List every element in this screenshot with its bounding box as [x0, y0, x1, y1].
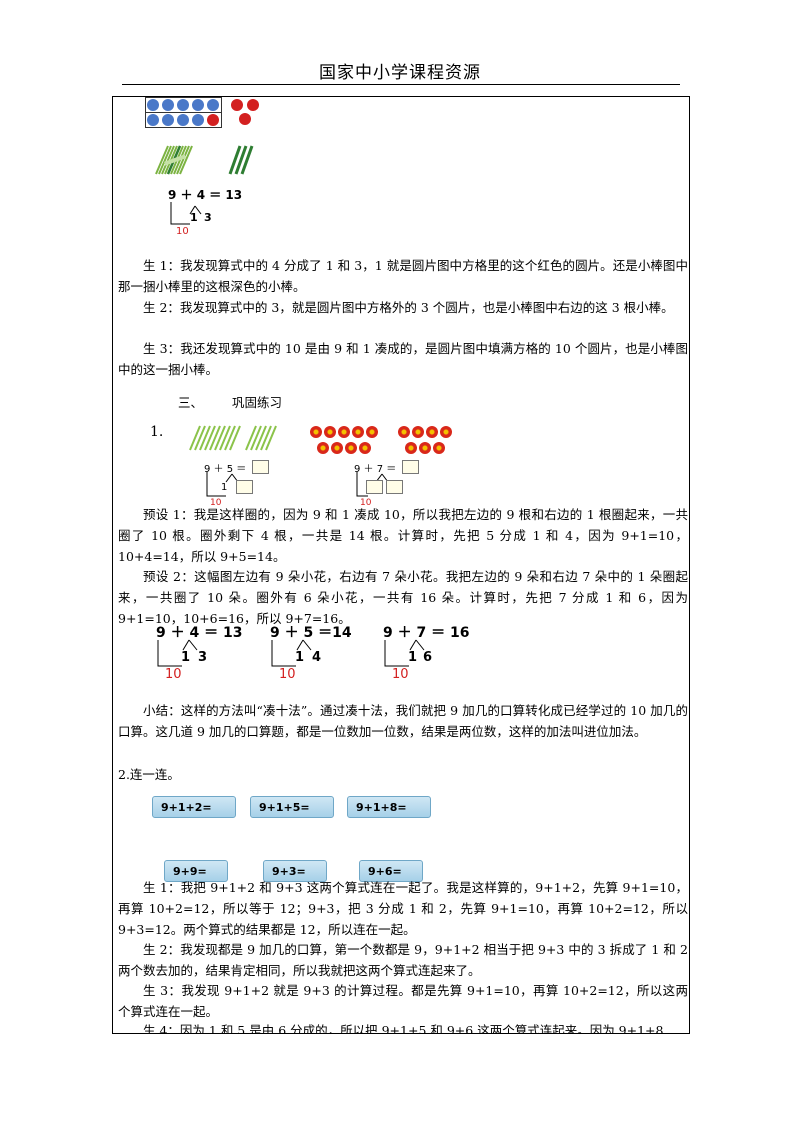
top-card-3[interactable]: 9+1+8=	[347, 796, 431, 818]
left-split-one: 1	[221, 482, 228, 493]
blue-discs	[147, 99, 219, 126]
student-connect-3: 生 3：我发现 9+1+2 就是 9+3 的计算过程。都是先算 9+1=10，再…	[118, 983, 688, 1019]
figure1-equation: 9 ＋ 4 ＝ 13	[168, 188, 243, 202]
left-answer-box[interactable]	[252, 460, 269, 474]
stick-bundle-figure	[150, 142, 260, 178]
header-rule	[122, 84, 680, 85]
bottom-card-1[interactable]: 9+9=	[164, 860, 228, 882]
content-frame	[112, 96, 690, 1034]
figure1-ten: 10	[176, 226, 189, 237]
worked-1-a: 1	[181, 650, 191, 665]
figure1-split-a: 1	[190, 211, 198, 224]
student-answer-3: 生 3：我还发现算式中的 10 是由 9 和 1 凑成的，是圆片图中填满方格的 …	[118, 341, 688, 377]
red-discs	[231, 99, 259, 125]
worked-1-ten: 10	[165, 667, 182, 682]
preset-answer-1: 预设 1：我是这样圈的，因为 9 和 1 凑成 10，所以我把左边的 9 根和右…	[118, 507, 688, 564]
flowers-figure	[310, 424, 470, 458]
worked-3-b: 6	[423, 650, 433, 665]
right-split-box-b[interactable]	[386, 480, 403, 494]
worked-3-ten: 10	[392, 667, 409, 682]
preset-answer-2: 预设 2：这幅图左边有 9 朵小花，右边有 7 朵小花。我把左边的 9 朵和右边…	[118, 569, 688, 626]
student-answer-1: 生 1：我发现算式中的 4 分成了 1 和 3，1 就是圆片图中方格里的这个红色…	[118, 258, 688, 294]
worked-3-a: 1	[408, 650, 418, 665]
bottom-card-2[interactable]: 9+3=	[263, 860, 327, 882]
worked-split-lines	[157, 639, 425, 667]
worked-1-b: 3	[198, 650, 208, 665]
exercise1-label: 1.	[150, 424, 164, 440]
right-ten: 10	[360, 498, 372, 508]
worked-equation-1: 9 ＋ 4 ＝ 13	[156, 625, 243, 641]
student-connect-4: 生 4：因为 1 和 5 是由 6 分成的，所以把 9+1+5 和 9+6 这两…	[143, 1023, 664, 1034]
disc-figure	[145, 97, 259, 129]
worked-equation-2: 9 ＋ 5 ＝14	[270, 625, 352, 641]
right-answer-box[interactable]	[402, 460, 419, 474]
top-card-1[interactable]: 9+1+2=	[152, 796, 236, 818]
summary-paragraph: 小结：这样的方法叫“凑十法”。通过凑十法，我们就把 9 加几的口算转化成已经学过…	[118, 703, 688, 739]
stick-bundle-svg	[155, 145, 254, 175]
worked-equation-3: 9 ＋ 7 ＝ 16	[383, 625, 470, 641]
right-split-box-a[interactable]	[366, 480, 383, 494]
top-card-2[interactable]: 9+1+5=	[250, 796, 334, 818]
bottom-card-3[interactable]: 9+6=	[359, 860, 423, 882]
figure1-split-lines	[170, 202, 202, 225]
page-header-title: 国家中小学课程资源	[319, 63, 481, 83]
exercise1-right-equation: 9 ＋ 7 ＝	[354, 464, 397, 475]
student-connect-1: 生 1：我把 9+1+2 和 9+3 这两个算式连在一起了。我是这样算的，9+1…	[118, 880, 688, 937]
left-split-box[interactable]	[236, 480, 253, 494]
disc-grid-svg	[145, 97, 259, 128]
worked-2-a: 1	[295, 650, 305, 665]
student-answer-2: 生 2：我发现算式中的 3，就是圆片图中方格外的 3 个圆片，也是小棒图中右边的…	[143, 300, 674, 315]
green-sticks-figure	[189, 425, 277, 451]
figure1-split-b: 3	[204, 211, 212, 224]
exercise2-title: 2.连一连。	[118, 767, 180, 782]
worked-2-b: 4	[312, 650, 322, 665]
worked-2-ten: 10	[279, 667, 296, 682]
section-title: 巩固练习	[232, 395, 283, 410]
exercise1-left-equation: 9 ＋ 5 ＝	[204, 464, 247, 475]
student-connect-2: 生 2：我发现都是 9 加几的口算，第一个数都是 9，9+1+2 相当于把 9+…	[118, 942, 688, 978]
left-ten: 10	[210, 498, 222, 508]
section-number: 三、	[178, 395, 204, 410]
